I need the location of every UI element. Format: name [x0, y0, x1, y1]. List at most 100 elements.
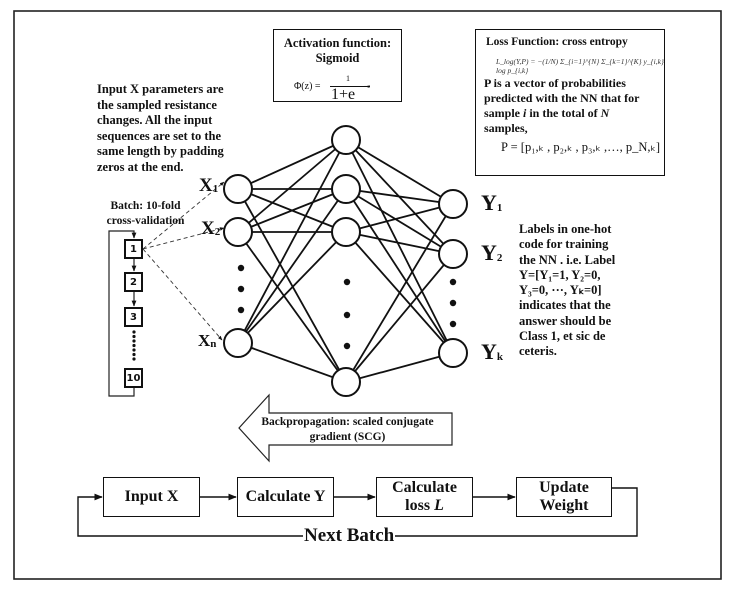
flow-step-calculate-y[interactable]: Calculate Y: [237, 477, 334, 517]
labels-note-line: the NN . i.e. Label: [519, 252, 616, 267]
labels-note-line: Y₃=0, ···, Yₖ=0]: [519, 283, 602, 298]
fold-ellipsis-dot: [132, 352, 136, 357]
connection-hidden-output: [345, 231, 454, 255]
input-note-line: Input X parameters are: [97, 82, 224, 96]
output-label-yk: Yk: [481, 339, 504, 364]
fold-box-10[interactable]: 10: [124, 368, 143, 388]
hidden-node: [331, 174, 361, 204]
labels-note-line: code for training: [519, 237, 609, 252]
labels-note-line: Y=[Y₁=1, Y₂=0,: [519, 267, 601, 282]
labels-note-line: indicates that the: [519, 298, 611, 313]
connection-hidden-output: [345, 188, 454, 205]
sigmoid-formula: Φ(z) = 1 1+e −z: [294, 74, 394, 103]
output-label-y1: Y1: [481, 190, 503, 215]
connection-hidden-output: [345, 188, 454, 255]
input-node: [223, 174, 253, 204]
output-node: [438, 338, 468, 368]
backprop-arrow: [238, 393, 453, 463]
connection-input-hidden: [237, 139, 347, 344]
connection-input-hidden: [237, 188, 347, 383]
network-connections: [237, 139, 454, 383]
sigmoid-numerator: 1: [346, 74, 350, 83]
ellipsis-dot: [343, 342, 351, 350]
input-note-line: the sampled resistance: [97, 97, 217, 112]
labels-note-line: answer should be: [519, 313, 612, 328]
connection-hidden-output: [345, 139, 454, 205]
input-note-line: same length by padding: [97, 144, 224, 158]
loss-function-box: Loss Function: cross entropy L_log(Y,P) …: [475, 29, 665, 176]
connection-input-hidden: [237, 139, 347, 233]
sigmoid-denominator: 1+e: [331, 86, 356, 103]
output-label-y2: Y2: [481, 240, 503, 265]
connection-hidden-output: [345, 253, 454, 383]
input-note-line: zeros at the end.: [97, 159, 184, 174]
fold-ellipsis-dot: [132, 343, 136, 348]
fold-box-2[interactable]: 2: [124, 272, 143, 292]
batch-loop: [108, 230, 137, 397]
connection-input-hidden: [237, 139, 347, 190]
backprop-line2: gradient (SCG): [309, 431, 386, 443]
flow-step-label: Update: [539, 479, 589, 496]
loss-description: P is a vector of probabilities predicted…: [484, 76, 639, 136]
labels-note-line: Class 1, et sic de: [519, 329, 606, 344]
connection-hidden-output: [345, 203, 454, 233]
batch-feed-arrows: [142, 181, 225, 341]
connection-hidden-output: [345, 188, 454, 354]
loss-desc-line: P is a vector of probabilities: [484, 76, 626, 90]
flow-step-input-x[interactable]: Input X: [103, 477, 200, 517]
outer-frame: [13, 10, 722, 580]
hidden-node: [331, 367, 361, 397]
output-node: [438, 239, 468, 269]
loss-desc-line: predicted with the NN that for: [484, 91, 640, 105]
flow-step-label: Calculate: [392, 479, 457, 496]
batch-loop-lines: [108, 230, 137, 397]
connection-hidden-output: [345, 139, 454, 354]
flow-step-calculate-loss[interactable]: Calculate loss L: [376, 477, 473, 517]
flow-step-label: loss L: [405, 497, 444, 514]
input-label-xn: Xn: [198, 331, 217, 350]
output-node: [438, 189, 468, 219]
ellipsis-dot: [237, 264, 245, 272]
flow-step-label: Input X: [124, 488, 179, 505]
cross-entropy-formula: L_log(Y,P) = −(1/N) Σ_{i=1}^{N} Σ_{k=1}^…: [496, 57, 664, 75]
hidden-node: [331, 125, 361, 155]
batch-title: Batch: 10-fold cross-validation: [88, 199, 203, 229]
connection-input-hidden: [237, 231, 347, 344]
next-batch-label: Next Batch: [303, 525, 396, 547]
connection-input-hidden: [237, 231, 347, 383]
fold-ellipsis-dot: [132, 348, 136, 352]
batch-feed-arrow: [142, 181, 225, 250]
activation-title: Activation function:: [283, 36, 392, 50]
flow-step-label: Calculate Y: [245, 488, 326, 505]
input-note-line: sequences are set to the: [97, 128, 222, 143]
ellipsis-dots: [237, 264, 457, 350]
connection-input-hidden: [237, 188, 347, 344]
input-label-x1: X1: [199, 175, 219, 196]
probability-vector: P = [p₁,ₖ , p₂,ₖ , p₃,ₖ ,…, p_N,ₖ]: [501, 140, 661, 154]
activation-name: Sigmoid: [315, 51, 360, 65]
fold-box-1[interactable]: 1: [124, 239, 143, 259]
labels-note-line: Labels in one-hot: [519, 222, 612, 236]
ellipsis-dot: [449, 278, 457, 286]
ellipsis-dot: [449, 299, 457, 307]
loss-title: Loss Function: cross entropy: [486, 36, 628, 48]
connection-input-hidden: [237, 188, 347, 233]
fold-box-3[interactable]: 3: [124, 307, 143, 327]
connection-input-hidden: [237, 342, 347, 383]
fold-ellipsis-dot: [132, 334, 136, 339]
labels-note-line: ceteris.: [519, 344, 557, 359]
ellipsis-dot: [237, 306, 245, 314]
fold-ellipsis-dot: [132, 330, 136, 334]
activation-function-box: Activation function: Sigmoid Φ(z) = 1 1+…: [273, 29, 402, 103]
input-node: [223, 217, 253, 247]
ellipsis-dot: [343, 278, 351, 286]
flow-step-update-weight[interactable]: Update Weight: [516, 477, 612, 517]
sigmoid-lhs: Φ(z) =: [294, 81, 321, 92]
loss-desc-line: samples,: [484, 121, 528, 135]
sigmoid-exponent: −z: [364, 84, 371, 90]
backprop-label: Backpropagation: scaled conjugate gradie…: [250, 415, 445, 445]
ellipsis-dot: [343, 311, 351, 319]
